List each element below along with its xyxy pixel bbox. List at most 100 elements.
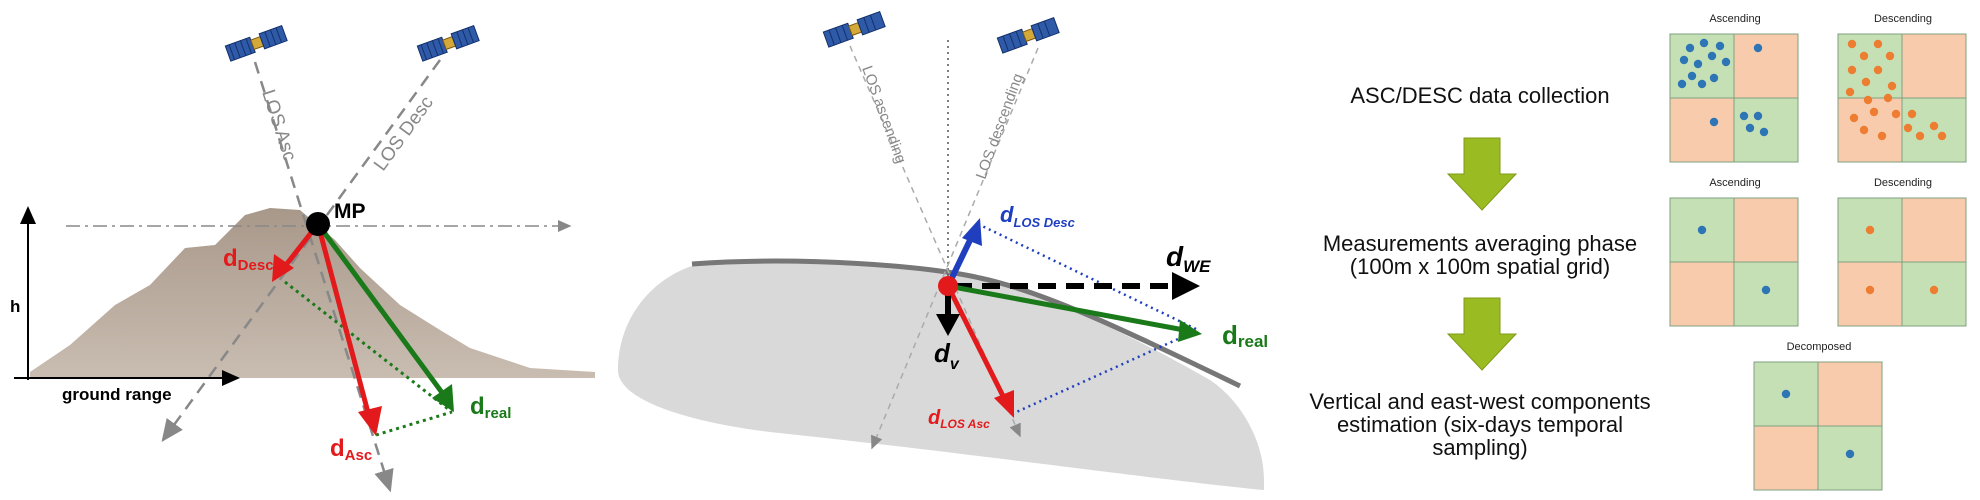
measurement-dot: [1709, 73, 1719, 83]
measurement-dot: [1721, 57, 1731, 67]
d-real-label: dreal: [1222, 320, 1268, 351]
flow-step-2-line-2: (100m x 100m spatial grid): [1349, 254, 1611, 279]
d-v-label: dv: [934, 338, 960, 373]
measurement-dot: [1877, 131, 1887, 141]
grid-cell: [1901, 197, 1967, 263]
d-real-vector: [947, 283, 1185, 333]
h-axis-label: h: [10, 297, 20, 316]
measurement-dot: [1745, 123, 1755, 133]
d-asc-label: dAsc: [330, 435, 372, 464]
panel2-diagram: LOS ascending LOS descending dLOS Desc d…: [618, 10, 1268, 490]
d-los-asc-label: dLOS Asc: [928, 407, 990, 431]
d-asc-vector: [315, 223, 373, 421]
satellite-icon: [416, 24, 480, 62]
terrain-slab: [618, 263, 1264, 490]
projection-line: [375, 410, 453, 437]
los-asc-label: LOS Asc: [257, 87, 300, 164]
grid-cell: [1817, 361, 1883, 427]
measurement-dot: [1937, 131, 1947, 141]
measurement-dot: [1847, 39, 1857, 49]
grid-cell: [1901, 33, 1967, 99]
measurement-dot: [1739, 111, 1749, 121]
panel1-diagram: LOS Asc LOS Desc MP h ground range dDesc…: [10, 24, 595, 493]
measurement-dot: [1929, 121, 1939, 131]
measurement-dot: [1761, 285, 1771, 295]
flow-arrow-1: [1446, 137, 1518, 211]
measurement-dot: [1891, 109, 1901, 119]
grid-2x2: [1753, 361, 1883, 491]
flow-step-3-line-3: sampling): [1432, 435, 1528, 460]
measurement-point: [306, 212, 330, 236]
measurement-dot: [1883, 93, 1893, 103]
spatial-grids: [1669, 33, 1967, 491]
measurement-dot: [1869, 107, 1879, 117]
grid-title-descending: Descending: [1873, 177, 1933, 189]
measurement-dot: [1847, 65, 1857, 75]
measurement-dot: [1907, 109, 1917, 119]
grid-cell: [1733, 197, 1799, 263]
flow-step-1: ASC/DESC data collection: [1300, 84, 1660, 107]
measurement-dot: [1873, 65, 1883, 75]
d-los-asc-arrowhead: [994, 390, 1014, 418]
d-we-label: dWE: [1166, 241, 1211, 276]
measurement-dot: [1693, 59, 1703, 69]
flow-arrow-2: [1446, 297, 1518, 371]
measurement-dot: [1863, 95, 1873, 105]
measurement-dot: [1697, 79, 1707, 89]
d-los-desc-arrowhead: [962, 218, 982, 246]
measurement-dot: [1915, 131, 1925, 141]
los-desc-line: [161, 59, 442, 443]
flow-step-3-line-1: Vertical and east-west components: [1309, 389, 1651, 414]
measurement-dot: [1685, 43, 1695, 53]
grid-2x2: [1837, 33, 1967, 163]
los-ascending-label: LOS ascending: [858, 64, 909, 166]
measurement-dot: [1865, 225, 1875, 235]
los-asc-line: [253, 61, 394, 493]
measurement-point: [938, 276, 958, 296]
mp-label: MP: [334, 200, 366, 223]
measurement-dot: [1859, 125, 1869, 135]
measurement-dot: [1845, 87, 1855, 97]
measurement-dot: [1781, 389, 1791, 399]
d-real-arrowhead: [432, 384, 454, 412]
projection-line: [284, 280, 453, 414]
measurement-dot: [1845, 449, 1855, 459]
d-real-label: dreal: [470, 393, 511, 422]
grid-2x2: [1837, 197, 1967, 327]
grid-2x2: [1669, 197, 1799, 327]
d-we-arrowhead: [1172, 272, 1200, 300]
measurement-dot: [1679, 55, 1689, 65]
measurement-dot: [1903, 123, 1913, 133]
flow-step-2-line-1: Measurements averaging phase: [1322, 231, 1638, 256]
measurement-dot: [1849, 113, 1859, 123]
measurement-dot: [1753, 43, 1763, 53]
flow-step-3-line-2: estimation (six-days temporal: [1336, 412, 1624, 437]
measurement-dot: [1885, 51, 1895, 61]
measurement-dot: [1677, 79, 1687, 89]
d-los-asc-vector: [945, 284, 1009, 404]
grid-title-descending: Descending: [1873, 13, 1933, 25]
measurement-dot: [1707, 51, 1717, 61]
measurement-dot: [1873, 39, 1883, 49]
d-desc-arrowhead: [272, 254, 294, 282]
d-desc-label: dDesc: [223, 245, 274, 274]
grid-cell: [1669, 97, 1735, 163]
grid-cell: [1669, 197, 1735, 263]
satellite-icon: [822, 10, 886, 48]
d-los-desc-label: dLOS Desc: [1000, 202, 1076, 230]
measurement-dot: [1709, 117, 1719, 127]
measurement-dot: [1865, 285, 1875, 295]
flow-step-1-text: ASC/DESC data collection: [1350, 83, 1610, 108]
measurement-dot: [1929, 285, 1939, 295]
d-asc-arrowhead: [358, 406, 382, 436]
d-v-arrowhead: [936, 314, 960, 336]
measurement-dot: [1687, 71, 1697, 81]
satellite-icon: [224, 24, 288, 62]
satellite-icon: [996, 16, 1060, 54]
measurement-dot: [1859, 51, 1869, 61]
mountain: [30, 208, 595, 378]
d-real-arrowhead: [1178, 320, 1202, 342]
measurement-dot: [1753, 111, 1763, 121]
measurement-dot: [1697, 225, 1707, 235]
grid-cell: [1733, 33, 1799, 99]
